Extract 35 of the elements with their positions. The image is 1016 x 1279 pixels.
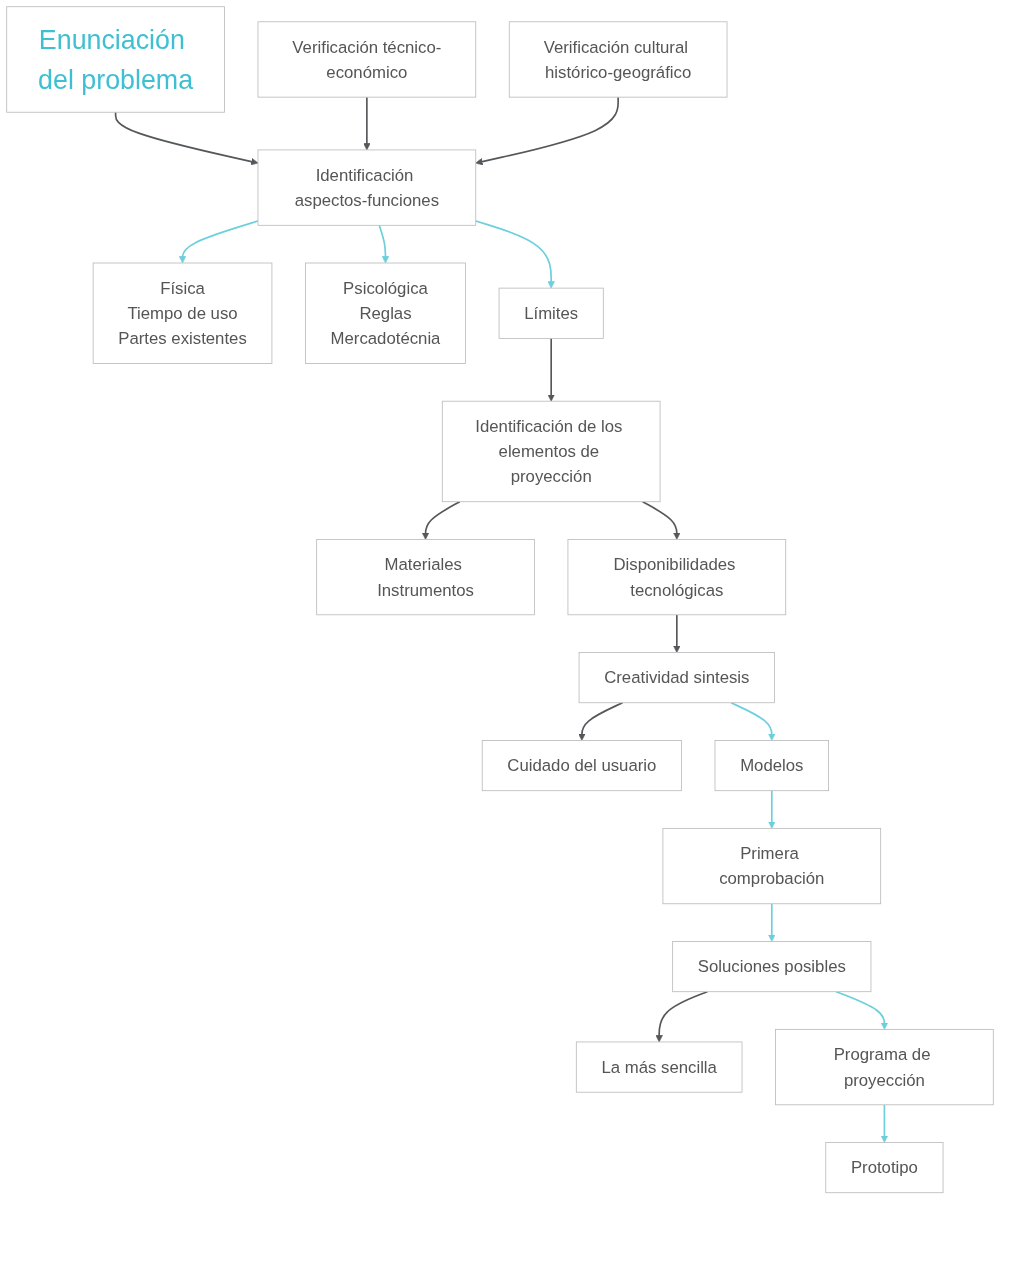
arrow bbox=[673, 613, 681, 653]
node-box: Materiales Instrumentos bbox=[316, 539, 535, 616]
arrow bbox=[730, 701, 776, 741]
arrow bbox=[178, 220, 259, 264]
arrow bbox=[641, 500, 681, 540]
node-box: Identificación de los elementos de proyección bbox=[441, 400, 661, 503]
node-box: Creatividad sintesis bbox=[578, 652, 775, 704]
arrow bbox=[768, 789, 776, 829]
node-box: Disponibilidades tecnológicas bbox=[567, 539, 787, 616]
arrow bbox=[474, 220, 555, 289]
arrow bbox=[578, 701, 624, 741]
node-box: Física Tiempo de uso Partes existentes bbox=[92, 262, 273, 364]
node-box: Primera comprobación bbox=[662, 827, 882, 905]
node-box: La más sencilla bbox=[575, 1041, 743, 1093]
node-box: Cuidado del usuario bbox=[481, 740, 682, 792]
node-box: Enunciación del problema bbox=[6, 6, 225, 113]
arrow bbox=[378, 224, 390, 264]
arrow bbox=[880, 1103, 889, 1143]
node-box: Identificación aspectos-funciones bbox=[257, 149, 477, 226]
arrow bbox=[768, 902, 776, 942]
node-box: Verificación cultural histórico-geográfico bbox=[508, 21, 728, 98]
node-box: Psicológica Reglas Mercadotécnia bbox=[305, 262, 466, 364]
arrow bbox=[114, 111, 259, 166]
node-box: Prototipo bbox=[825, 1142, 944, 1194]
node-box: Verificación técnico-económico bbox=[257, 21, 477, 98]
arrow bbox=[421, 500, 461, 540]
arrow bbox=[475, 96, 619, 166]
arrow bbox=[363, 96, 371, 151]
arrow bbox=[835, 990, 889, 1030]
node-box: Modelos bbox=[714, 740, 829, 792]
node-box: Soluciones posibles bbox=[672, 941, 872, 993]
arrow bbox=[547, 337, 555, 402]
node-box: Límites bbox=[498, 287, 604, 339]
node-box: Programa de proyección bbox=[775, 1028, 994, 1106]
arrow bbox=[655, 990, 709, 1043]
